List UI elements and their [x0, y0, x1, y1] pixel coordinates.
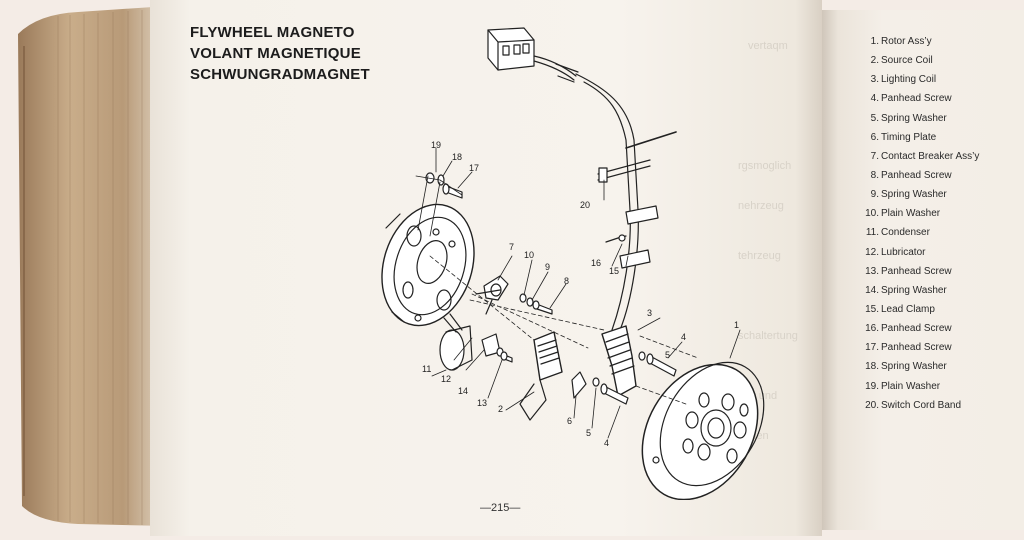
callout-19: 19 — [431, 140, 441, 150]
list-item: 11.Condenser — [865, 227, 930, 239]
rotor-assembly — [641, 361, 765, 500]
plain-washer-10 — [519, 293, 527, 303]
condenser — [439, 313, 473, 371]
list-item: 13.Panhead Screw — [865, 265, 952, 277]
callout-11: 11 — [422, 364, 431, 374]
callout-4a: 4 — [681, 332, 686, 342]
parts-list: 1.Rotor Ass’y 2.Source Coil 3.Lighting C… — [858, 32, 979, 415]
list-item: 2.Source Coil — [870, 55, 933, 67]
title-french: VOLANT MAGNETIQUE — [190, 45, 361, 62]
callout-10: 10 — [524, 250, 534, 260]
lighting-coil — [601, 325, 637, 397]
list-item: 16.Panhead Screw — [865, 323, 952, 335]
list-item: 7.Contact Breaker Ass’y — [870, 150, 980, 162]
callout-2: 2 — [498, 404, 503, 414]
list-item: 6.Timing Plate — [870, 131, 937, 143]
list-item: 14.Spring Washer — [865, 284, 947, 296]
callout-labels: 1 2 3 4 4 5 5 6 7 8 9 10 11 12 13 14 15 … — [422, 140, 739, 448]
list-item: 1.Rotor Ass’y — [870, 36, 932, 47]
callout-14: 14 — [458, 386, 468, 396]
callout-4b: 4 — [604, 438, 609, 448]
callout-7: 7 — [509, 242, 514, 252]
list-item: 20.Switch Cord Band — [865, 399, 962, 411]
callout-12: 12 — [441, 374, 451, 384]
panhead-screw-17 — [442, 183, 463, 199]
title-english: FLYWHEEL MAGNETO — [190, 24, 355, 41]
list-item: 3.Lighting Coil — [870, 74, 937, 86]
wiring-harness — [533, 55, 677, 331]
source-coil — [519, 331, 563, 421]
callout-20: 20 — [580, 200, 590, 210]
list-item: 9.Spring Washer — [870, 189, 947, 201]
list-item: 18.Spring Washer — [865, 361, 947, 373]
spring-washer-5 — [592, 351, 646, 387]
contact-breaker — [475, 275, 509, 315]
callout-16: 16 — [591, 258, 601, 268]
list-item: 17.Panhead Screw — [865, 342, 952, 354]
callout-3: 3 — [647, 308, 652, 318]
timing-plate — [571, 371, 587, 399]
callout-18: 18 — [452, 152, 462, 162]
callout-13: 13 — [477, 398, 487, 408]
leader-lines — [415, 147, 741, 439]
lead-clamp — [619, 205, 659, 269]
callout-15: 15 — [609, 266, 619, 276]
list-item: 12.Lubricator — [865, 246, 926, 258]
spring-washer-9 — [526, 297, 534, 307]
list-item: 8.Panhead Screw — [870, 169, 952, 181]
callout-5b: 5 — [586, 428, 591, 438]
callout-9: 9 — [545, 262, 550, 272]
wire-connector — [487, 27, 535, 71]
panhead-screw-8 — [532, 300, 553, 315]
right-page — [822, 10, 1024, 530]
callout-17: 17 — [469, 163, 479, 173]
list-item: 15.Lead Clamp — [865, 303, 935, 315]
callout-1: 1 — [734, 320, 739, 330]
panhead-screw-13 — [500, 351, 513, 363]
list-item: 4.Panhead Screw — [870, 93, 952, 105]
exploded-view-diagram: 1 2 3 4 4 5 5 6 7 8 9 10 11 12 13 14 15 … — [381, 27, 765, 500]
switch-cord-band — [598, 167, 608, 183]
callout-6: 6 — [567, 416, 572, 426]
page-number: —215— — [480, 502, 521, 514]
list-item: 5.Spring Washer — [870, 112, 947, 124]
callout-5a: 5 — [665, 350, 670, 360]
list-item: 10.Plain Washer — [865, 208, 941, 220]
title-german: SCHWUNGRADMAGNET — [190, 66, 370, 83]
callout-8: 8 — [564, 276, 569, 286]
book-page-edges — [18, 6, 168, 526]
list-item: 19.Plain Washer — [865, 380, 941, 392]
stator-base-plate — [381, 203, 475, 327]
panhead-screw-4 — [600, 353, 677, 405]
panhead-screw-16 — [605, 234, 627, 243]
